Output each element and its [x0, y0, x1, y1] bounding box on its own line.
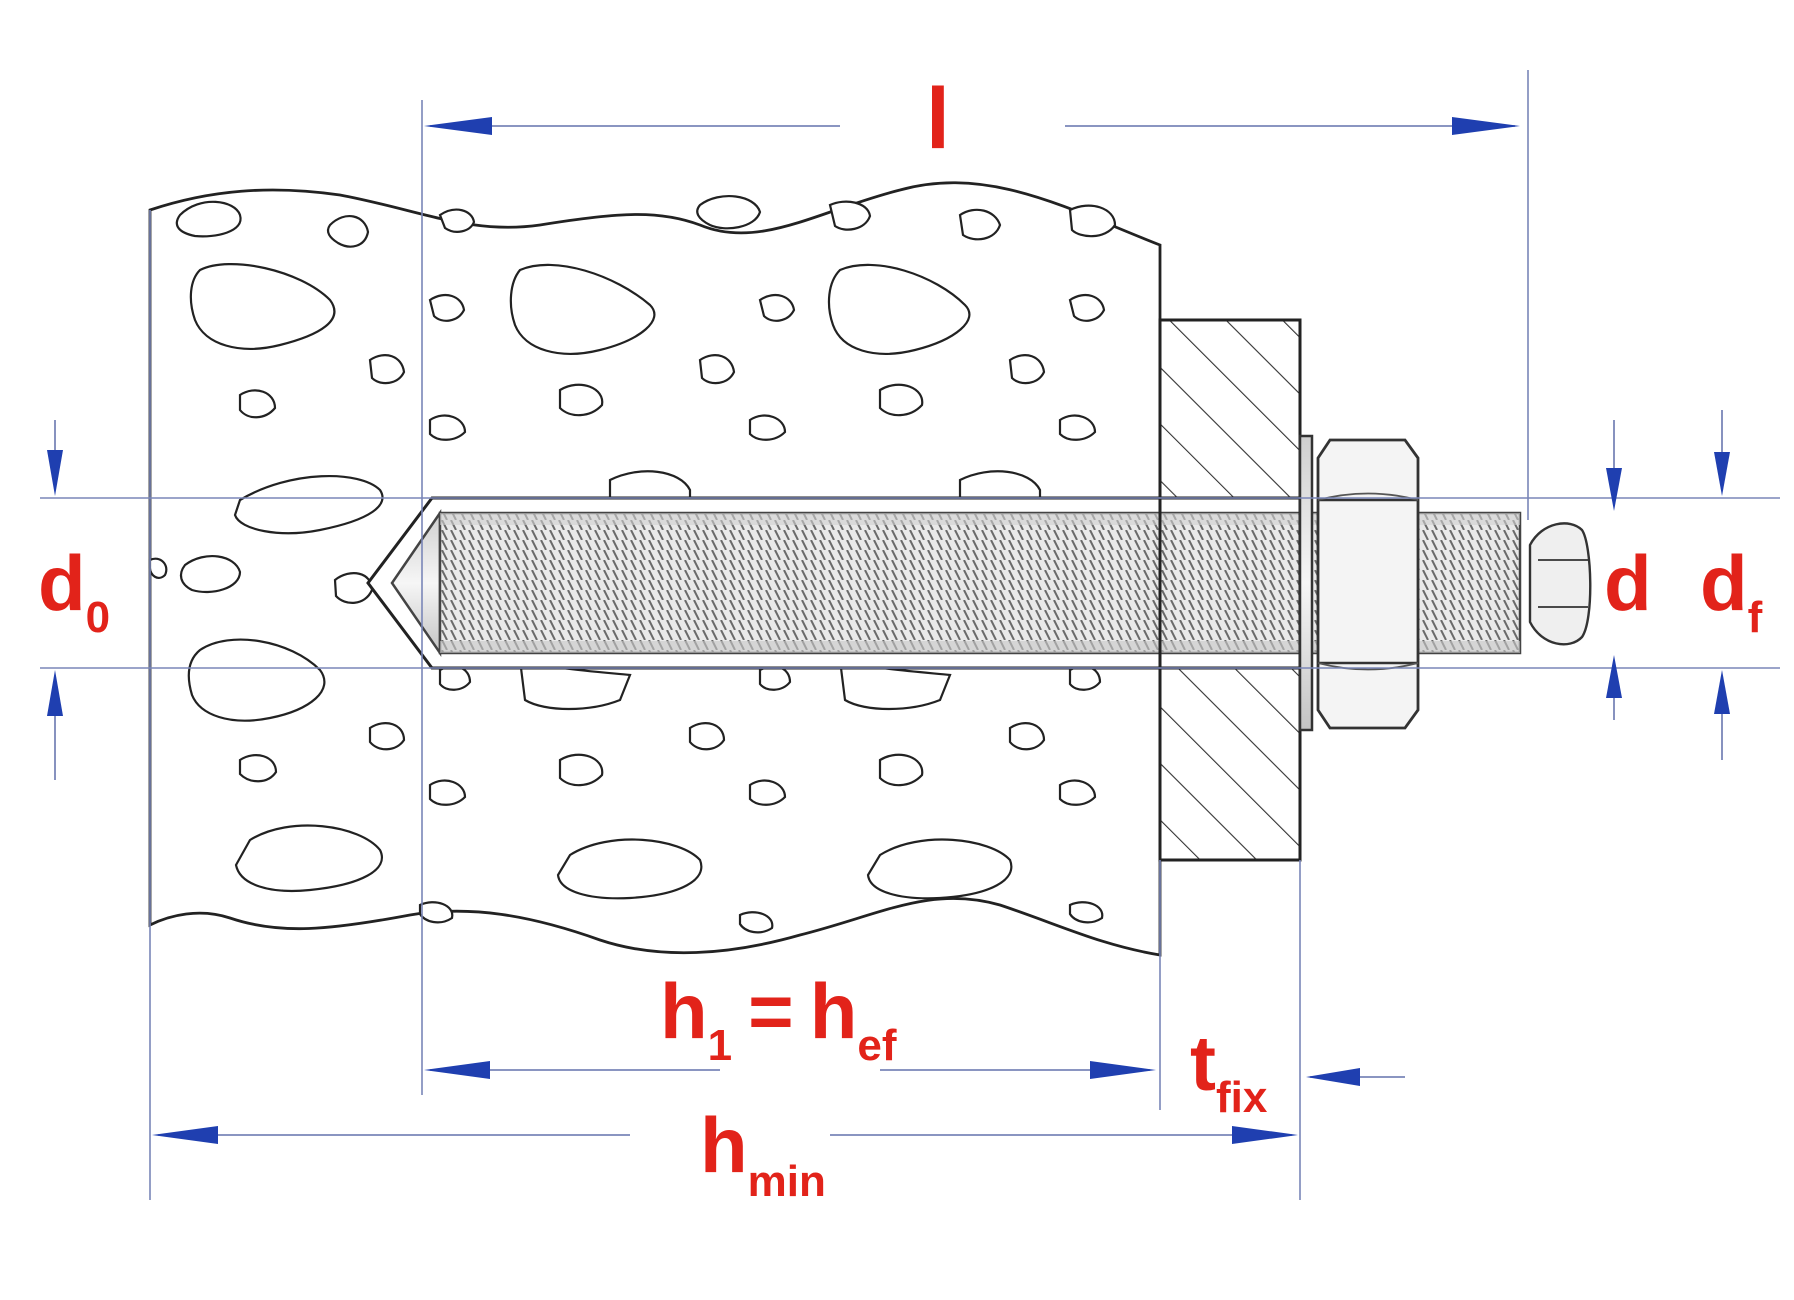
dimension-tfix: [1306, 1068, 1405, 1086]
dimension-d0: [47, 420, 63, 780]
stone: [688, 722, 726, 751]
stone: [1058, 779, 1097, 806]
dimension-df: [1714, 410, 1730, 760]
dimension-hmin: [152, 1126, 1298, 1144]
stone: [556, 838, 703, 900]
stone: [175, 200, 242, 238]
stone: [238, 754, 278, 783]
washer: [1298, 434, 1314, 732]
stone: [1068, 901, 1104, 924]
stone: [189, 263, 336, 350]
stone: [878, 753, 924, 787]
stone: [558, 383, 604, 417]
stone: [878, 383, 924, 417]
stone: [748, 779, 787, 806]
stone: [438, 665, 472, 691]
stone: [368, 722, 406, 751]
stone: [958, 208, 1002, 241]
stone: [958, 470, 1042, 502]
stone: [696, 195, 762, 230]
label-hmin: hmin: [700, 1101, 826, 1206]
stone: [233, 474, 384, 535]
label-d0: d0: [38, 539, 110, 642]
stone: [1058, 414, 1097, 441]
stone: [738, 911, 774, 934]
dimension-l: [424, 117, 1520, 135]
stone: [827, 263, 971, 355]
fixture-plate: [1158, 318, 1302, 862]
rod-end-cap: [1528, 522, 1592, 646]
stone: [238, 389, 277, 419]
stone: [1068, 293, 1106, 322]
label-df: df: [1700, 539, 1763, 642]
stone: [428, 779, 467, 806]
stone: [758, 293, 796, 322]
stone: [187, 638, 326, 722]
stone: [368, 354, 406, 385]
label-d: d: [1604, 539, 1652, 627]
stone: [1068, 204, 1117, 238]
stone: [438, 208, 476, 233]
stone: [608, 470, 692, 502]
stone: [326, 215, 370, 248]
dimension-h1-hef: [424, 1061, 1156, 1079]
stone: [418, 901, 454, 924]
stone: [698, 354, 736, 385]
label-tfix: tfix: [1190, 1019, 1268, 1122]
label-l: l: [926, 71, 950, 167]
stone: [558, 753, 604, 787]
hex-nut: [1316, 438, 1420, 730]
stone: [758, 665, 792, 691]
stone: [828, 200, 872, 231]
stone: [179, 555, 242, 594]
dimension-d: [1606, 420, 1622, 720]
aggregate-stones: [148, 195, 1117, 934]
stone: [866, 838, 1013, 900]
label-h1-equals-hef: h1=hef: [660, 967, 897, 1070]
stone: [333, 572, 374, 604]
stone: [234, 824, 383, 892]
stone: [1008, 354, 1046, 385]
stone: [509, 263, 656, 355]
stone: [748, 414, 787, 441]
extension-lines: [40, 70, 1780, 1200]
stone: [1068, 665, 1102, 691]
stone: [428, 293, 466, 322]
stone: [1008, 722, 1046, 751]
stone: [428, 414, 467, 441]
stone: [148, 557, 168, 579]
